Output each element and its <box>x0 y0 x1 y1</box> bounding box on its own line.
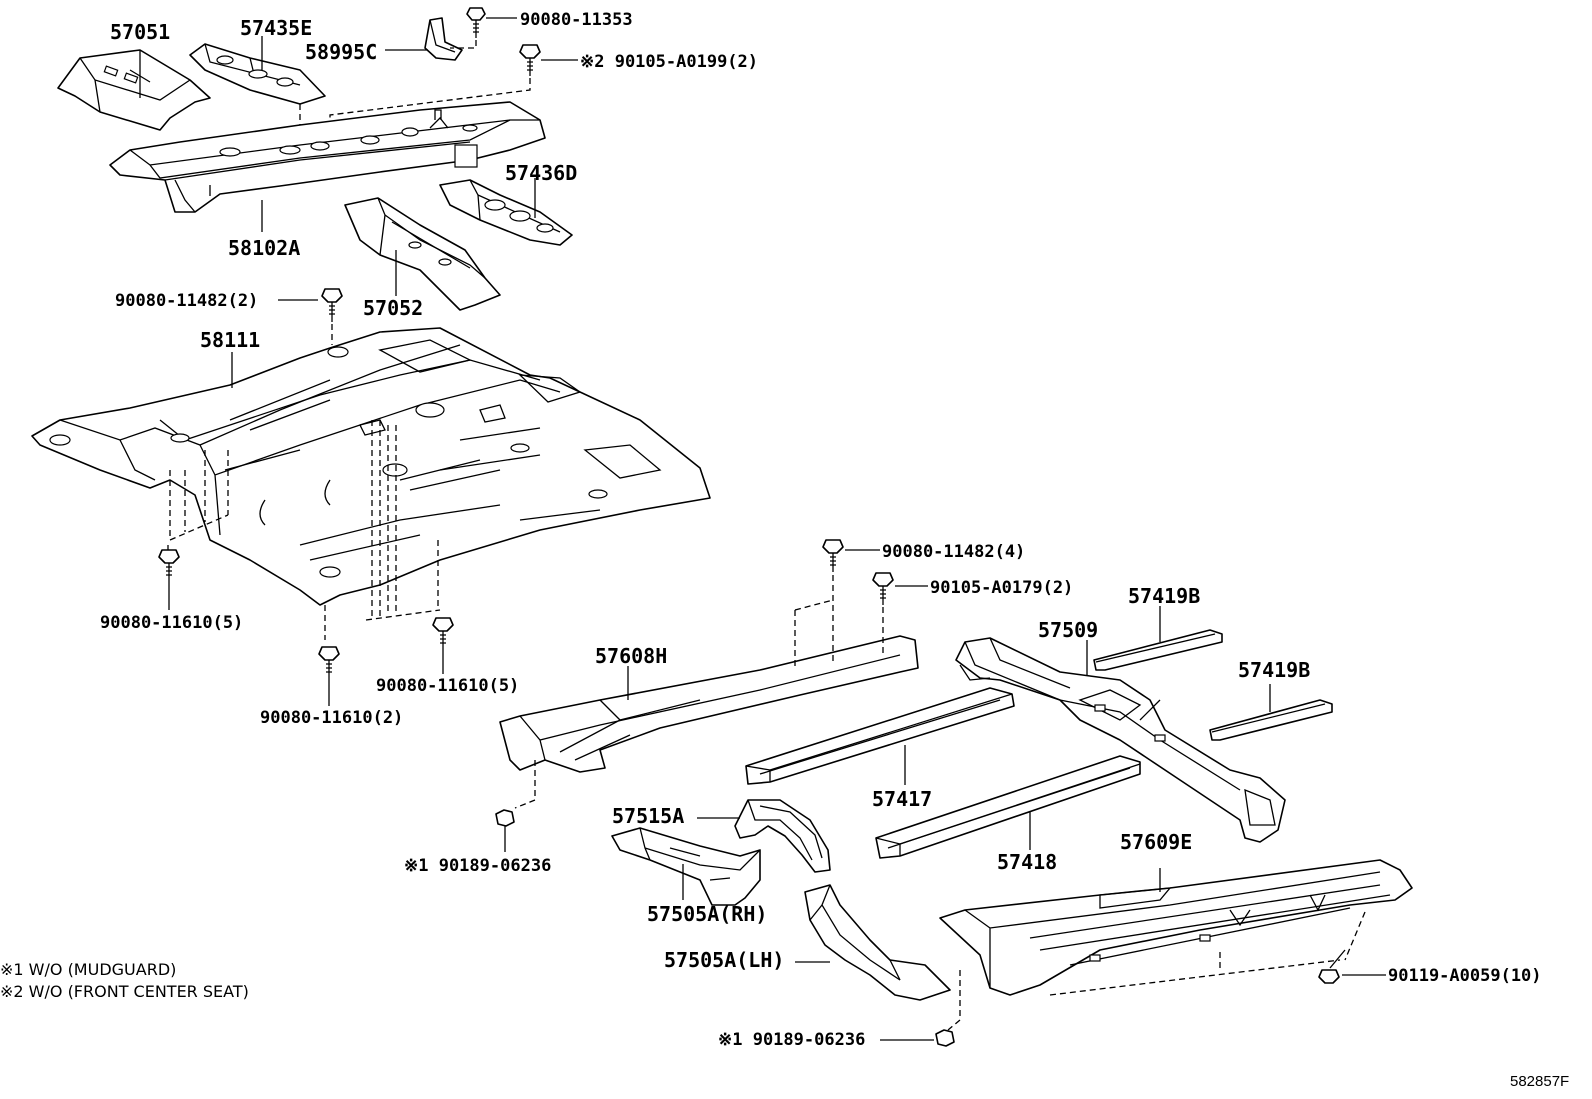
label-90080-11610-5b: 90080-11610(5) <box>376 676 520 696</box>
bolt-90080-11610-5a-drawing <box>158 549 180 582</box>
bolt-90080-11482-2-drawing <box>321 288 343 322</box>
bolt-90080-11610-5b-drawing <box>432 617 454 650</box>
part-57436D-drawing <box>439 179 573 246</box>
part-57608H-drawing <box>499 635 919 773</box>
label-57418: 57418 <box>997 850 1058 874</box>
clip-90189-06236-a-drawing <box>495 809 515 827</box>
label-57436D: 57436D <box>505 161 578 185</box>
label-90080-11482-4: 90080-11482(4) <box>882 542 1026 562</box>
label-90105-A0179: 90105-A0179(2) <box>930 578 1074 598</box>
label-90080-11482-2: 90080-11482(2) <box>115 291 259 311</box>
label-90105-A0199: ※2 90105-A0199(2) <box>580 52 759 72</box>
part-58995C-drawing <box>424 17 463 61</box>
label-58111: 58111 <box>200 328 261 352</box>
bolt-90119-A0059-drawing <box>1318 949 1346 984</box>
label-90080-11610-5a: 90080-11610(5) <box>100 613 244 633</box>
label-57505A-RH: 57505A(RH) <box>647 902 768 926</box>
part-57051-drawing <box>57 49 211 131</box>
part-57509-drawing <box>955 637 1286 843</box>
part-57418-drawing <box>875 755 1141 859</box>
label-57608H: 57608H <box>595 644 668 668</box>
label-57052: 57052 <box>363 296 424 320</box>
bolt-90105-A0199-drawing <box>519 44 541 76</box>
label-57435E: 57435E <box>240 16 313 40</box>
label-90189-06236-b: ※1 90189-06236 <box>718 1030 866 1050</box>
clip-90189-06236-b-drawing <box>935 1029 955 1047</box>
part-57417-drawing <box>745 687 1015 785</box>
part-58102A-drawing <box>109 101 546 213</box>
part-58111-drawing <box>31 327 711 606</box>
bolt-90105-A0179-drawing <box>872 572 894 605</box>
part-57052-drawing <box>344 197 501 311</box>
bolt-90080-11482-4-drawing <box>822 539 844 572</box>
label-90080-11610-2: 90080-11610(2) <box>260 708 404 728</box>
label-58102A: 58102A <box>228 236 301 260</box>
label-90119-A0059: 90119-A0059(10) <box>1388 966 1542 986</box>
label-57609E: 57609E <box>1120 830 1193 854</box>
label-57419B-a: 57419B <box>1128 584 1201 608</box>
label-90189-06236-a: ※1 90189-06236 <box>404 856 552 876</box>
bolt-90080-11353-drawing <box>466 7 486 38</box>
part-57505A-RH-drawing <box>611 827 761 906</box>
bolt-90080-11610-2-drawing <box>318 646 340 679</box>
label-57515A: 57515A <box>612 804 685 828</box>
label-57419B-b: 57419B <box>1238 658 1311 682</box>
part-57435E-drawing <box>189 43 326 105</box>
part-57505A-LH-drawing <box>804 884 951 1001</box>
part-57609E-drawing <box>939 859 1413 996</box>
label-58995C: 58995C <box>305 40 378 64</box>
label-57509: 57509 <box>1038 618 1099 642</box>
footnote-1: ※1 W/O (MUDGUARD) <box>0 960 177 979</box>
label-57051: 57051 <box>110 20 171 44</box>
part-57515A-drawing <box>734 799 831 873</box>
diagram-reference-code: 582857F <box>1510 1073 1570 1090</box>
label-90080-11353: 90080-11353 <box>520 10 633 30</box>
footnote-2: ※2 W/O (FRONT CENTER SEAT) <box>0 982 249 1001</box>
part-57419B-b-drawing <box>1209 699 1333 741</box>
label-57505A-LH: 57505A(LH) <box>664 948 785 972</box>
label-57417: 57417 <box>872 787 933 811</box>
part-57419B-a-drawing <box>1093 629 1223 671</box>
